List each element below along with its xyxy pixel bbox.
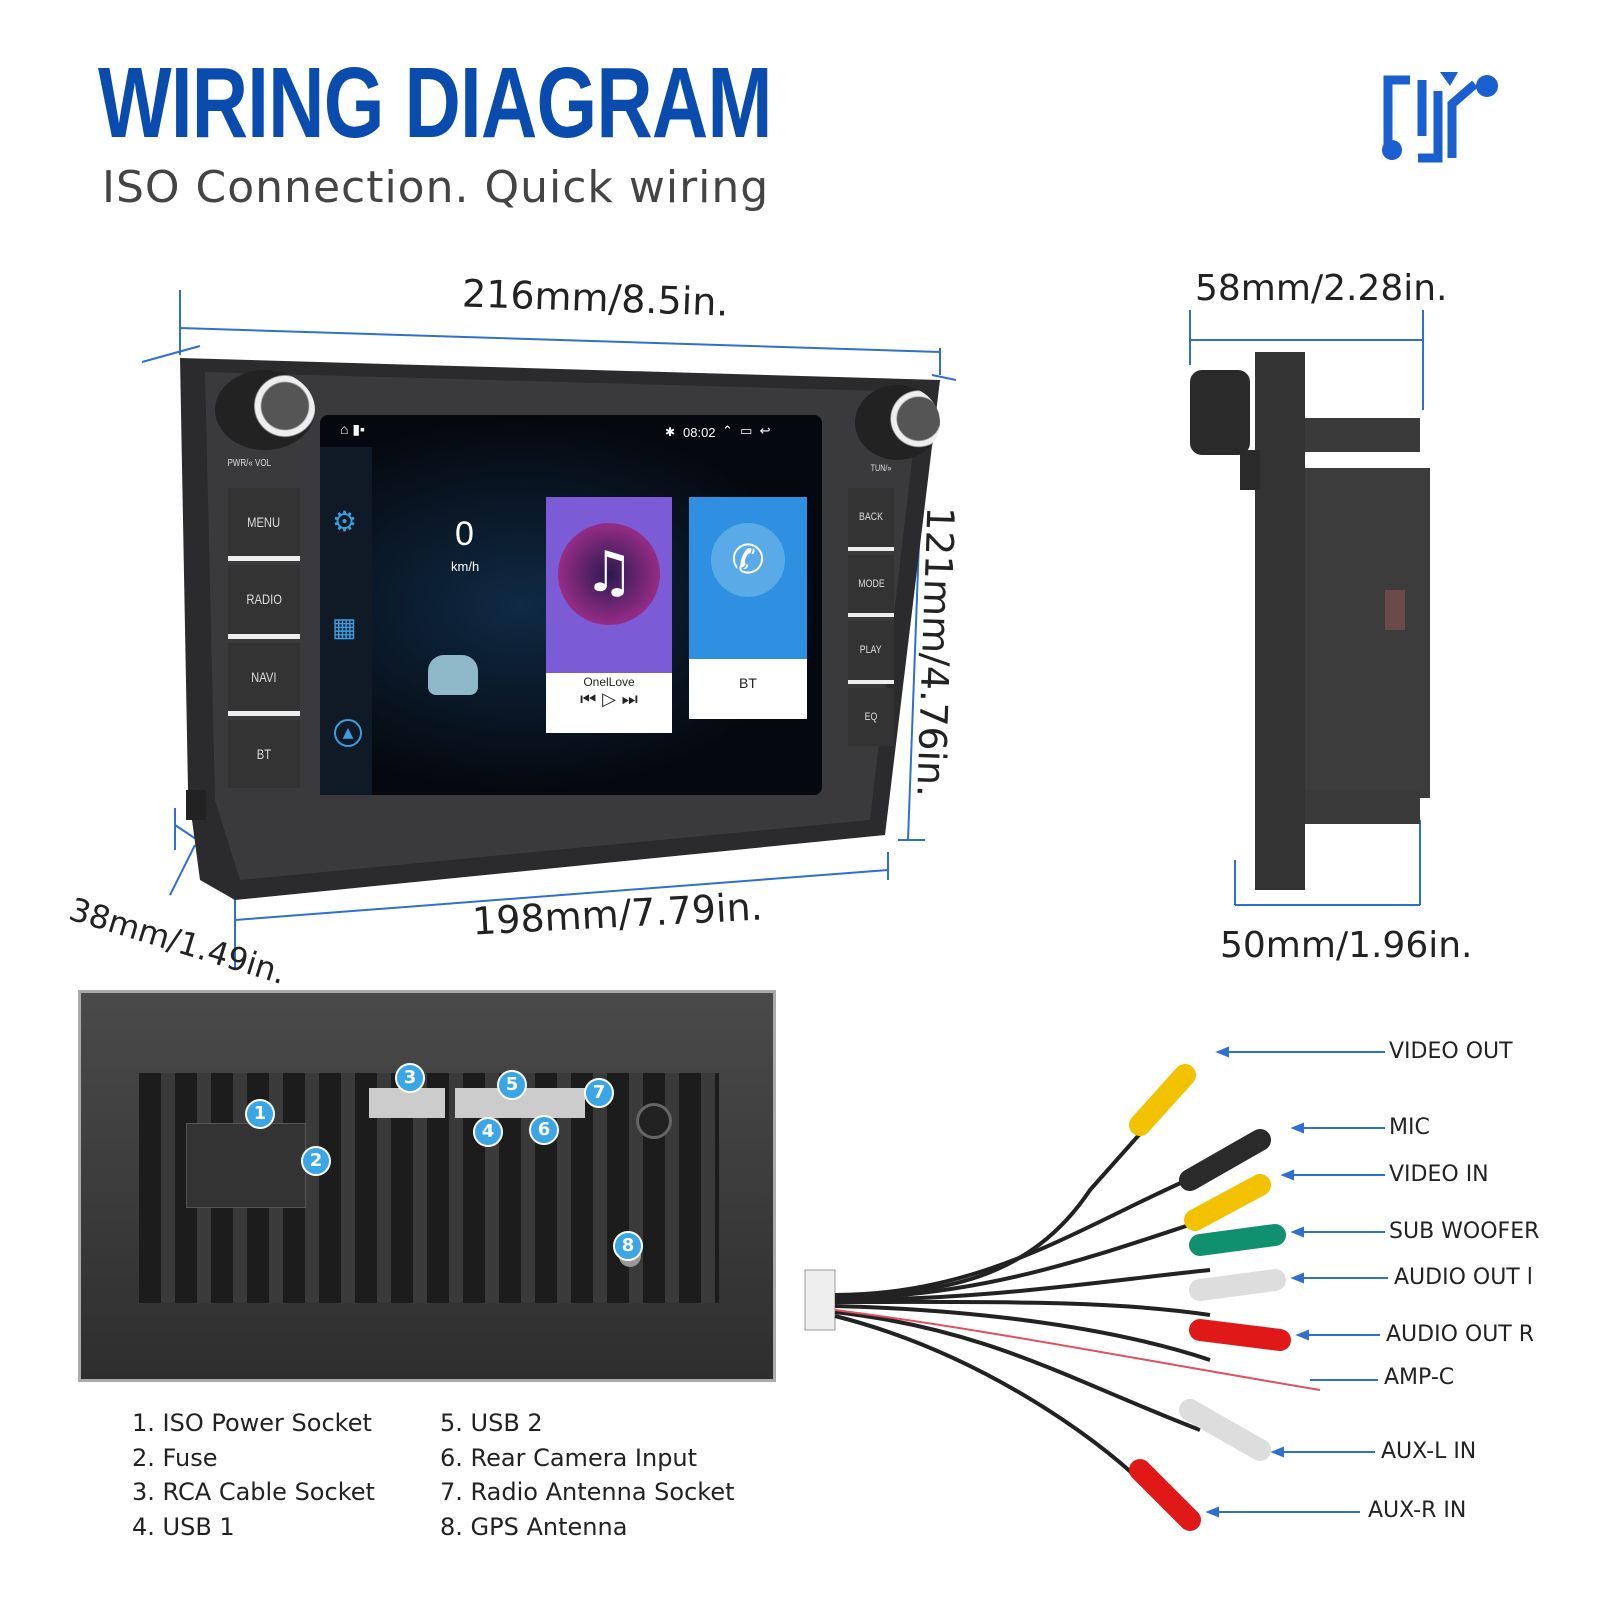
music-card[interactable]: ♫ OnelLove ⏮ ▷ ⏭ [546, 497, 672, 733]
label-video-in: VIDEO IN [1389, 1162, 1489, 1187]
knob-right-label: TUN/» [870, 463, 892, 473]
marker-2: 2 [301, 1146, 331, 1176]
iso-power-socket [186, 1123, 306, 1208]
mode-button[interactable]: MODE [848, 554, 894, 617]
label-mic: MIC [1389, 1115, 1430, 1140]
tune-knob[interactable] [855, 385, 940, 460]
apps-grid-icon[interactable]: ▦ [332, 612, 357, 642]
dim-side-top: 58mm/2.28in. [1195, 268, 1448, 309]
marker-5: 5 [497, 1070, 527, 1100]
legend-item: 3. RCA Cable Socket [132, 1478, 375, 1506]
volume-knob[interactable] [215, 370, 315, 450]
legend-item: 2. Fuse [132, 1443, 218, 1472]
navi-label: NAVI [251, 668, 277, 685]
bt-button[interactable]: BT [228, 719, 300, 788]
rca-cable-harness [804, 1046, 1388, 1531]
back-button[interactable]: BACK [848, 488, 894, 551]
music-note-icon: ♫ [558, 523, 660, 625]
legend-item: 6. Rear Camera Input [440, 1443, 698, 1472]
eq-button[interactable]: EQ [848, 687, 894, 746]
label-aux-l-in: AUX-L IN [1381, 1439, 1477, 1464]
label-video-out: VIDEO OUT [1389, 1039, 1513, 1064]
legend-right: 5. USB 2 6. Rear Camera Input 7. Radio A… [440, 1406, 735, 1544]
left-button-column: MENU RADIO NAVI BT [228, 488, 300, 788]
back-label: BACK [859, 511, 883, 524]
legend-item: 1. ISO Power Socket [132, 1409, 372, 1437]
car-icon [428, 655, 478, 695]
speed-value: 0 [455, 515, 474, 553]
menu-button[interactable]: MENU [228, 488, 300, 562]
navigation-icon[interactable]: ▲ [334, 719, 362, 747]
label-sub-woofer: SUB WOOFER [1389, 1219, 1540, 1244]
marker-3: 3 [395, 1063, 425, 1093]
legend-item: 4. USB 1 [132, 1512, 235, 1541]
radio-button[interactable]: RADIO [228, 565, 300, 639]
dim-side-bottom: 50mm/1.96in. [1220, 925, 1473, 966]
right-button-column: BACK MODE PLAY EQ [848, 488, 894, 746]
label-audio-out-l: AUDIO OUT l [1394, 1265, 1533, 1290]
rca-socket [369, 1088, 445, 1118]
screen: ⌂ ▮▪ ✱ 08:02 ⌃ ▭ ↩ ⚙ ▦ ▲ 0 km/h ♫ OnelLo… [320, 415, 822, 795]
music-controls[interactable]: ⏮ ▷ ⏭ [580, 689, 638, 710]
marker-8: 8 [613, 1231, 643, 1261]
bluetooth-status-icon: ✱ [665, 425, 676, 439]
phone-bluetooth-icon: ✆ [711, 523, 785, 597]
music-title: OnelLove [583, 675, 635, 689]
label-aux-r-in: AUX-R IN [1368, 1498, 1467, 1523]
marker-6: 6 [529, 1115, 559, 1145]
side-view-drawing [1189, 310, 1430, 906]
marker-4: 4 [473, 1117, 503, 1147]
settings-gear-icon[interactable]: ⚙ [332, 506, 358, 537]
status-icons[interactable]: ⌃ ▭ ↩ [722, 423, 771, 438]
marker-1: 1 [245, 1099, 275, 1129]
dim-width-top: 216mm/8.5in. [461, 271, 730, 325]
radio-antenna-socket [636, 1103, 672, 1139]
legend-item: 5. USB 2 [440, 1409, 543, 1437]
play-button[interactable]: PLAY [848, 621, 894, 684]
bt-card-label: BT [739, 675, 757, 691]
radio-label: RADIO [246, 591, 282, 608]
page-subtitle: ISO Connection. Quick wiring [102, 162, 770, 213]
marker-7: 7 [584, 1078, 614, 1108]
play-label: PLAY [860, 644, 882, 657]
back-panel: 1 2 3 4 5 6 7 8 [78, 990, 776, 1382]
page-title: WIRING DIAGRAM [98, 47, 772, 159]
legend-item: 8. GPS Antenna [440, 1512, 628, 1541]
navi-button[interactable]: NAVI [228, 642, 300, 716]
music-share-icon [1382, 72, 1498, 163]
legend-left: 1. ISO Power Socket 2. Fuse 3. RCA Cable… [132, 1406, 375, 1544]
knob-left-label: PWR/« VOL [227, 458, 272, 469]
sidebar: ⚙ ▦ ▲ [320, 447, 372, 795]
harness-plug [804, 1269, 836, 1331]
bt-label: BT [256, 745, 272, 762]
speed-unit: km/h [451, 559, 480, 574]
menu-label: MENU [247, 514, 281, 531]
home-icon[interactable]: ⌂ ▮▪ [340, 421, 366, 437]
label-audio-out-r: AUDIO OUT R [1386, 1322, 1535, 1347]
clock: 08:02 [683, 425, 716, 440]
bt-card[interactable]: ✆ BT [689, 497, 807, 719]
label-amp-c: AMP-C [1384, 1365, 1455, 1390]
legend-item: 7. Radio Antenna Socket [440, 1478, 735, 1506]
eq-label: EQ [864, 710, 878, 723]
mode-label: MODE [857, 577, 885, 590]
